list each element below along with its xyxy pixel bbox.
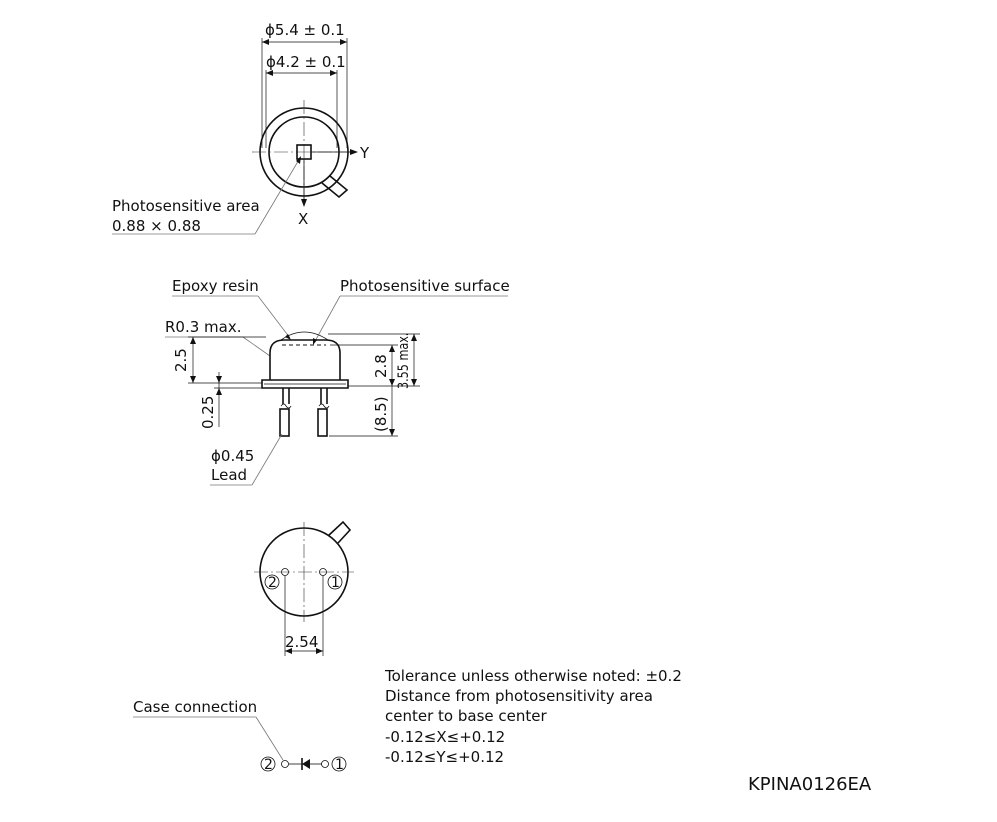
case-connection-symbol: Case connection 2 1 [133, 698, 347, 773]
photosensitive-area-size: 0.88 × 0.88 [112, 217, 201, 235]
case-pin-2-number: 2 [264, 757, 273, 773]
notes-block: Tolerance unless otherwise noted: ±0.2 D… [384, 667, 682, 766]
cap-diameter-label: ϕ4.2 ± 0.1 [266, 53, 346, 71]
flange-thickness-label: 0.25 [199, 396, 217, 429]
edge-radius-label: R0.3 max. [165, 318, 242, 336]
note-line-3: center to base center [385, 707, 547, 725]
lead-diameter-label: ϕ0.45 [211, 447, 254, 465]
pin-1-hole [319, 568, 327, 576]
overall-height-label: 3.55 max. [395, 333, 412, 389]
note-line-2: Distance from photosensitivity area [385, 687, 653, 705]
cap-body [269, 339, 341, 380]
side-view: Epoxy resin Photosensitive surface R0.3 … [165, 277, 510, 486]
lead-pitch-label: 2.54 [285, 633, 318, 651]
base-height-label: 2.5 [172, 348, 190, 372]
flange [261, 379, 349, 389]
note-line-5: -0.12≤Y≤+0.12 [385, 748, 504, 766]
y-axis-label: Y [359, 144, 370, 162]
cap-height-label: 2.8 [372, 354, 390, 378]
lead-length-label: (8.5) [372, 396, 390, 432]
x-axis-label: X [298, 210, 308, 228]
photodiode-symbol [302, 759, 310, 769]
note-line-1: Tolerance unless otherwise noted: ±0.2 [384, 667, 682, 685]
bottom-view: 2 1 2.54 [254, 520, 354, 656]
outer-diameter-label: ϕ5.4 ± 0.1 [265, 21, 345, 39]
case-pin-1-number: 1 [335, 757, 344, 773]
photosensitive-surface-label: Photosensitive surface [340, 277, 510, 295]
photosensitive-area-title: Photosensitive area [112, 197, 260, 215]
pin-2-hole [281, 568, 289, 576]
lead-label: Lead [211, 466, 247, 484]
lead-2 [279, 408, 290, 437]
pin-1-number: 1 [331, 575, 340, 591]
pin-2-number: 2 [268, 575, 277, 591]
drawing-code: KPINA0126EA [748, 774, 872, 795]
top-view: ϕ5.4 ± 0.1 ϕ4.2 ± 0.1 Y X Photosensitive… [112, 21, 370, 235]
epoxy-resin-label: Epoxy resin [172, 277, 259, 295]
lead-1 [317, 408, 328, 437]
note-line-4: -0.12≤X≤+0.12 [385, 728, 505, 746]
case-connection-label: Case connection [133, 698, 257, 716]
